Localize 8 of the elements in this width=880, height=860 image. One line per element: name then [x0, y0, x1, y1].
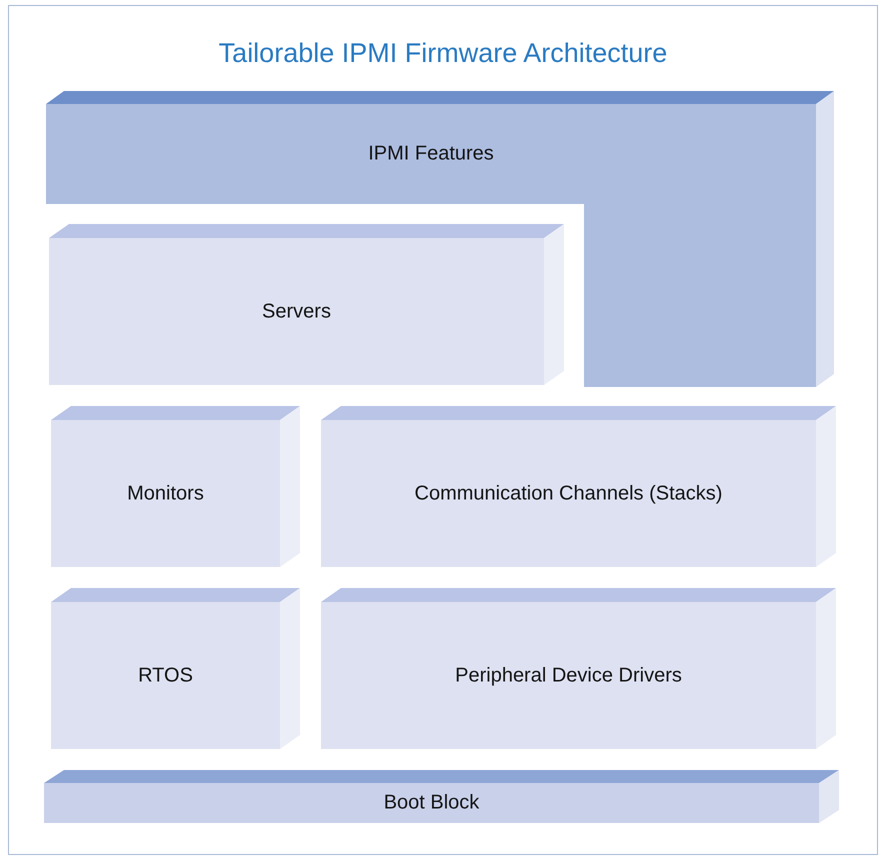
diagram-title: Tailorable IPMI Firmware Architecture: [218, 38, 668, 69]
block-label: Boot Block: [384, 792, 480, 814]
block-label: Monitors: [127, 482, 204, 505]
block-label: IPMI Features: [368, 142, 494, 166]
block-label: Communication Channels (Stacks): [414, 482, 722, 505]
block-label: Peripheral Device Drivers: [455, 664, 682, 687]
block-label: RTOS: [138, 664, 193, 687]
block-label: Servers: [262, 300, 331, 323]
